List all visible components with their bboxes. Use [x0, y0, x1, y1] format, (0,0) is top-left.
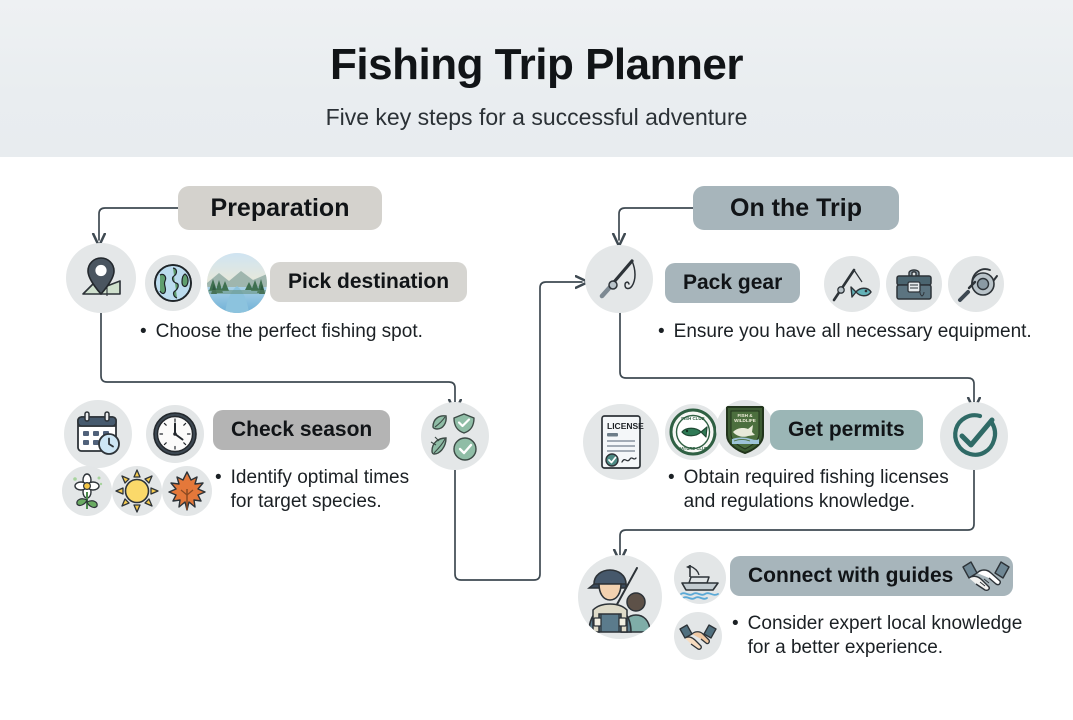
step-label-pick-destination: Pick destination: [288, 270, 450, 293]
calendar-clock-icon: [77, 411, 120, 455]
step-chip-pack-gear[interactable]: Pack gear: [665, 263, 801, 303]
step-bullet-pick-destination: • Choose the perfect fishing spot.: [140, 320, 570, 344]
bullet-dot: •: [215, 467, 222, 488]
fishing-boat-icon: [680, 565, 719, 600]
bullet-text-get-permits: Obtain required fishing licenses and reg…: [683, 467, 949, 513]
leaf-shield-check-icon: [430, 413, 477, 461]
rod-and-fish-icon: [832, 268, 872, 302]
step-bubble-river-landscape[interactable]: [207, 253, 267, 313]
fish-and-wildlife-badge-icon: FISH & WILDLIFE: [726, 406, 764, 454]
handshake-icon: [962, 561, 1010, 591]
step-bubble-fishing-reel[interactable]: [948, 256, 1004, 312]
flower-icon: [73, 473, 103, 509]
step-bubble-pick-destination[interactable]: [66, 243, 136, 313]
step-bullet-pack-gear: • Ensure you have all necessary equipmen…: [658, 320, 1058, 344]
step-bullet-connect-with-guides: • Consider expert local knowledge for a …: [732, 612, 1072, 661]
sun-icon: [115, 469, 159, 513]
step-bubble-connect-with-guides[interactable]: [578, 555, 662, 639]
step-label-get-permits: Get permits: [788, 418, 905, 441]
bullet-dot: •: [140, 321, 147, 342]
maple-leaf-icon: [168, 471, 206, 511]
page-title: Fishing Trip Planner: [330, 40, 743, 89]
section-header-on-the-trip[interactable]: On the Trip: [693, 186, 899, 230]
step-chip-connect-with-guides[interactable]: Connect with guides: [730, 556, 1014, 596]
globe-icon: [154, 264, 192, 302]
step-bubble-rod-and-fish[interactable]: [824, 256, 880, 312]
section-label-preparation: Preparation: [210, 193, 350, 222]
step-chip-check-season[interactable]: Check season: [213, 410, 391, 450]
bullet-dot: •: [668, 467, 675, 488]
river-landscape-icon: [207, 253, 267, 313]
svg-text:FISH &: FISH &: [737, 413, 753, 418]
check-circle-icon: [953, 413, 998, 457]
step-label-connect-with-guides: Connect with guides: [748, 564, 954, 587]
bullet-text-check-season: Identify optimal times for target specie…: [230, 467, 410, 513]
wire-prep-to-pick: [99, 207, 179, 240]
step-bubble-handshake-small[interactable]: [674, 612, 722, 660]
wire-trip-to-packgear: [619, 207, 696, 240]
step-bubble-clock[interactable]: [146, 405, 204, 463]
step-bubble-pack-gear[interactable]: [585, 245, 653, 313]
fishing-guide-icon: [587, 567, 651, 633]
step-bubble-fish-club-badge[interactable]: FISH CLUB NATURE CLUB: [665, 404, 721, 460]
step-bullet-check-season: • Identify optimal times for target spec…: [215, 466, 425, 515]
step-bubble-spring[interactable]: [62, 466, 112, 516]
svg-text:WILDLIFE: WILDLIFE: [734, 418, 756, 423]
section-label-on-the-trip: On the Trip: [730, 193, 862, 222]
step-bubble-season-badges[interactable]: [421, 402, 489, 470]
step-label-pack-gear: Pack gear: [683, 271, 783, 294]
bullet-text-pack-gear: Ensure you have all necessary equipment.: [673, 321, 1032, 342]
bullet-text-pick-destination: Choose the perfect fishing spot.: [155, 321, 423, 342]
step-chip-get-permits[interactable]: Get permits: [770, 410, 923, 450]
fish-club-badge-icon: FISH CLUB NATURE CLUB: [669, 408, 717, 456]
guide-primary-person: [587, 569, 632, 633]
step-bubble-fishing-boat[interactable]: [674, 552, 726, 604]
tackle-box-icon: [896, 269, 932, 300]
handshake-icon: [679, 624, 717, 650]
step-chip-pick-destination[interactable]: Pick destination: [270, 262, 468, 302]
step-bubble-fish-wildlife-badge[interactable]: FISH & WILDLIFE: [716, 400, 774, 458]
step-bubble-summer[interactable]: [112, 466, 162, 516]
section-header-preparation[interactable]: Preparation: [178, 186, 382, 230]
fishing-reel-icon: [958, 268, 998, 302]
step-bubble-get-permits[interactable]: LICENSE: [583, 404, 659, 480]
bullet-dot: •: [732, 613, 739, 634]
step-bubble-tackle-box[interactable]: [886, 256, 942, 312]
step-label-check-season: Check season: [231, 418, 373, 441]
fishing-rod-icon: [599, 259, 636, 299]
clock-icon: [153, 412, 197, 456]
step-bubble-permits-check[interactable]: [940, 402, 1008, 470]
license-document-icon: LICENSE: [601, 415, 644, 469]
svg-text:NATURE CLUB: NATURE CLUB: [678, 446, 708, 451]
connect-chip-handshake: [960, 552, 1012, 598]
header-band: [0, 0, 1073, 157]
page-subtitle: Five key steps for a successful adventur…: [325, 104, 748, 130]
map-pin-icon: [82, 257, 121, 296]
bullet-text-connect-with-guides: Consider expert local knowledge for a be…: [747, 613, 1023, 659]
step-bubble-autumn[interactable]: [162, 466, 212, 516]
step-bullet-get-permits: • Obtain required fishing licenses and r…: [668, 466, 998, 515]
license-document-label: LICENSE: [607, 421, 644, 431]
step-bubble-globe[interactable]: [145, 255, 201, 311]
bullet-dot: •: [658, 321, 665, 342]
svg-text:FISH CLUB: FISH CLUB: [681, 416, 704, 421]
step-bubble-check-season[interactable]: [64, 400, 132, 468]
